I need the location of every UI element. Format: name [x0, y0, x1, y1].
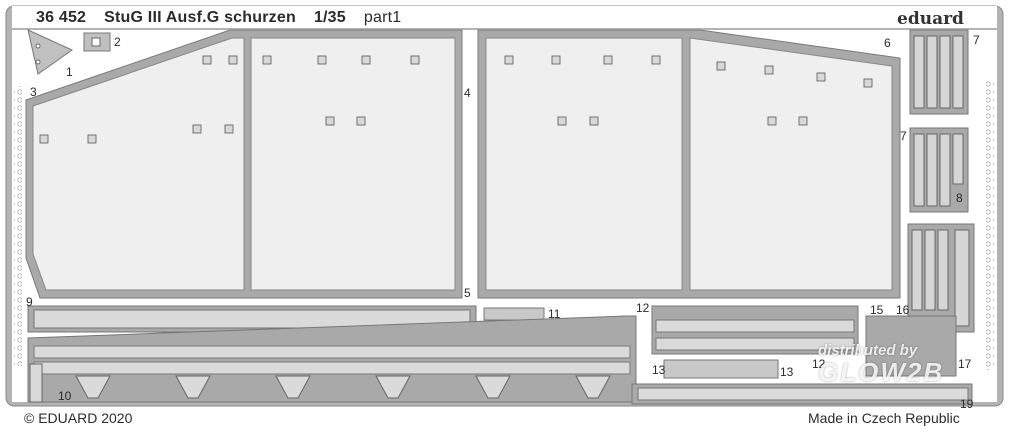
part-number-10: 10 [58, 389, 72, 403]
part-number-19: 19 [960, 397, 974, 411]
watermark-line1: distributed by [818, 342, 918, 359]
part-number-7a: 7 [973, 33, 980, 47]
part-label: part1 [363, 9, 402, 26]
part-number-1: 1 [66, 65, 73, 79]
left-hole-strip [14, 86, 22, 366]
copyright-text: © EDUARD 2020 [24, 410, 133, 426]
product-name: StuG III Ausf.G schurzen [104, 9, 296, 26]
panel-3a [32, 37, 245, 291]
right-hole-strip [986, 80, 994, 370]
parts-12-13 [631, 305, 973, 405]
part-number-11: 11 [548, 307, 561, 321]
title-band [12, 6, 997, 28]
parts-15-16 [865, 315, 957, 377]
part-number-17: 17 [958, 357, 972, 371]
part-number-9: 9 [26, 295, 33, 309]
panel-4a [485, 37, 683, 291]
brand-logo: eduard [897, 9, 964, 29]
origin-text: Made in Czech Republic [808, 410, 960, 426]
part-11-strip [483, 307, 545, 321]
part-number-13a: 13 [652, 363, 666, 377]
distributor-watermark: distributed by GLOW2B [818, 342, 978, 402]
sheet-title: 36 452 StuG III Ausf.G schurzen 1/35 part1 [36, 9, 419, 27]
part-number-5: 5 [464, 286, 471, 300]
part-number-7b: 7 [900, 129, 907, 143]
part-number-8: 8 [956, 191, 963, 205]
part-number-12b: 12 [812, 357, 826, 371]
part-number-16: 16 [896, 303, 910, 317]
part-10-long-strip [27, 315, 637, 403]
panel-3b [250, 37, 456, 291]
part-number-4: 4 [464, 86, 471, 100]
parts-7-8-comb [907, 29, 975, 333]
part-number-2: 2 [114, 35, 121, 49]
panel-4b [689, 37, 893, 291]
scale-label: 1/35 [313, 9, 346, 26]
part-number-13b: 13 [780, 365, 794, 379]
panel-mount-holes [39, 55, 873, 144]
part-number-3: 3 [30, 85, 37, 99]
part-number-15: 15 [870, 303, 884, 317]
part-number-6: 6 [884, 36, 891, 50]
part-9-strip [27, 305, 545, 333]
watermark-line2: GLOW2B [818, 357, 945, 387]
catalog-number: 36 452 [36, 9, 87, 26]
part-number-12a: 12 [636, 301, 650, 315]
